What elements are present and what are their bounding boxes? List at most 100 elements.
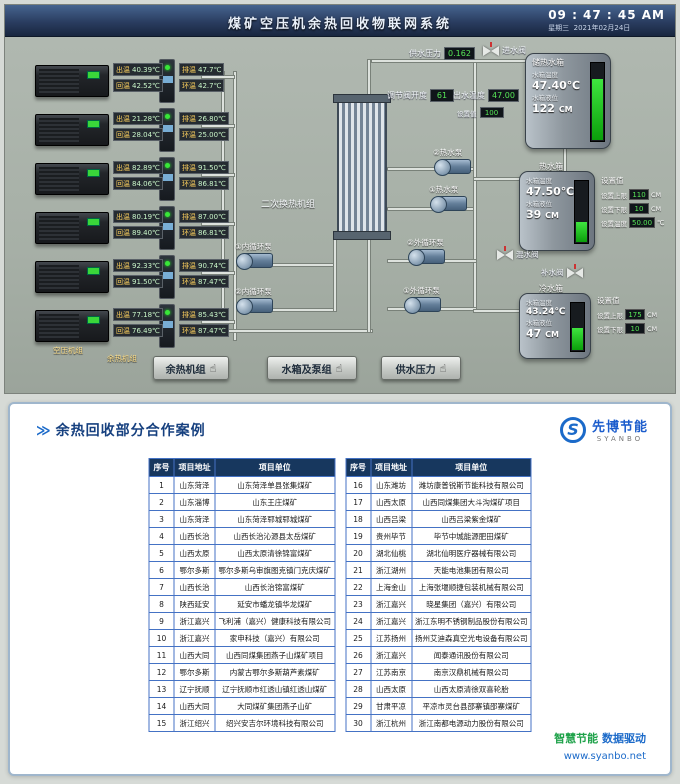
table-cell: 山西太原清徐锦富煤矿 xyxy=(214,544,335,562)
compressor-readouts-right: 排温 87.00℃ 环温 86.81℃ xyxy=(179,210,229,239)
button-tanks-pumps[interactable]: 水箱及泵组☝ xyxy=(267,356,357,380)
pipe xyxy=(221,329,373,333)
inlet-valve[interactable]: 进水阀 xyxy=(483,41,526,56)
table-cell: 浙江嘉兴 xyxy=(173,629,216,647)
table-cell: 山西同煤集团大斗沟煤矿项目 xyxy=(411,493,532,511)
table-cell: 天能电池集团有限公司 xyxy=(411,561,532,579)
compressor-machine[interactable] xyxy=(35,310,109,342)
set-lower-input[interactable]: 10 xyxy=(629,203,649,214)
table-cell: 山西长治沁源县太岳煤矿 xyxy=(214,527,335,545)
table-cell: 12 xyxy=(148,663,175,681)
table-cell: 飞利浦（嘉兴）健康科技有限公司 xyxy=(214,612,335,630)
table-cell: 陕西延安 xyxy=(173,595,216,613)
set-upper-input[interactable]: 175 xyxy=(625,309,645,320)
col-header-index: 序号 xyxy=(148,458,175,477)
supply-pressure-readout: 供水压力 0.162 xyxy=(409,47,475,60)
regulator-opening-value[interactable]: 61 xyxy=(430,89,454,102)
set-upper-limit: 设置上限 175 CM xyxy=(597,309,658,320)
mix-valve[interactable]: 混水阀 xyxy=(497,245,539,260)
compressor-readouts-right: 排温 47.7℃ 环温 42.7℃ xyxy=(179,63,225,92)
hot-water-pump-2[interactable]: ②热水泵 xyxy=(433,147,471,176)
compressor-unit: 出温 82.89℃ 回温 84.06℃ 排温 91.50℃ xyxy=(13,155,229,203)
table-cell: 鄂尔多斯 xyxy=(173,663,216,681)
pipe xyxy=(473,177,523,181)
return-temp-readout: 回温 76.49℃ xyxy=(113,324,163,337)
pump-icon xyxy=(404,297,441,314)
table-cell: 28 xyxy=(345,680,371,698)
table-cell: 毕节中城能源肥田煤矿 xyxy=(411,527,532,545)
ambient-temp-readout: 环温 87.47℃ xyxy=(179,324,229,337)
compressor-machine[interactable] xyxy=(35,65,109,97)
table-cell: 18 xyxy=(345,510,371,528)
tank-level-value: 47 CM xyxy=(526,327,559,340)
status-led xyxy=(165,212,170,217)
compressor-group-label: 空压机组 xyxy=(53,346,83,355)
heat-exchanger[interactable] xyxy=(333,94,391,240)
table-cell: 山西长治 xyxy=(173,527,216,545)
pipe xyxy=(367,233,371,333)
tank-level-value: 122 CM xyxy=(532,102,573,115)
compressor-machine[interactable] xyxy=(35,212,109,244)
compressor-machine[interactable] xyxy=(35,114,109,146)
return-temp-readout: 回温 28.04℃ xyxy=(113,128,163,141)
compressor-machine[interactable] xyxy=(35,163,109,195)
hot-water-pump-1[interactable]: ①热水泵 xyxy=(429,184,467,213)
set-upper-input[interactable]: 110 xyxy=(629,189,649,200)
table-cell: 1 xyxy=(148,476,175,494)
compressor-machine[interactable] xyxy=(35,261,109,293)
table-cell: 8 xyxy=(148,595,175,613)
compressor-readouts-right: 排温 26.80℃ 环温 25.00℃ xyxy=(179,112,229,141)
compressor-unit: 出温 92.33℃ 回温 91.50℃ 排温 90.74℃ xyxy=(13,253,229,301)
table-cell: 湖北仙明医疗器械有限公司 xyxy=(411,544,532,562)
outer-loop-pump-1[interactable]: ①外循环泵 xyxy=(403,285,441,314)
pump-icon xyxy=(236,298,273,315)
table-cell: 江苏南京 xyxy=(370,663,412,681)
hot-storage-tank[interactable]: 储热水箱 水箱温度 47.40℃ 水箱液位 122 CM xyxy=(525,53,611,149)
set-lower-input[interactable]: 10 xyxy=(625,323,645,334)
panel-screen xyxy=(163,125,173,132)
table-cell: 22 xyxy=(345,578,371,596)
makeup-valve[interactable]: 补水阀 xyxy=(541,263,583,278)
return-temp-readout: 回温 84.06℃ xyxy=(113,177,163,190)
inner-loop-pump-1[interactable]: ①内循环泵 xyxy=(235,241,273,270)
outlet-setpoint: 设置值 100 xyxy=(457,107,504,118)
set-temp: 设置温度 50.00 ℃ xyxy=(601,217,665,228)
valve-icon xyxy=(497,245,513,260)
cold-tank[interactable]: 水箱温度 43.24℃ 水箱液位 47 CM xyxy=(519,293,591,359)
table-header-row: 序号 项目地址 项目单位 xyxy=(148,458,335,477)
table-cell: 扬州艾迪森真空光电设备有限公司 xyxy=(411,629,532,647)
table-cell: 30 xyxy=(345,714,371,732)
pipe xyxy=(233,71,237,341)
compressor-readouts-left: 出温 40.39℃ 回温 42.52℃ xyxy=(113,63,163,92)
footer-website[interactable]: www.syanbo.net xyxy=(563,751,646,762)
inner-loop-pump-2[interactable]: ②内循环泵 xyxy=(235,286,273,315)
compressor-readouts-left: 出温 77.18℃ 回温 76.49℃ xyxy=(113,308,163,337)
table-cell: 湖北仙桃 xyxy=(370,544,412,562)
return-temp-readout: 回温 42.52℃ xyxy=(113,79,163,92)
table-cell: 山西太原 xyxy=(173,544,216,562)
table-cell: 浙江湖州 xyxy=(370,561,412,579)
compressor-unit: 出温 21.28℃ 回温 28.04℃ 排温 26.80℃ xyxy=(13,106,229,154)
table-cell: 内蒙古鄂尔多斯葫芦素煤矿 xyxy=(214,663,335,681)
set-temp-input[interactable]: 50.00 xyxy=(629,217,656,228)
table-cell: 7 xyxy=(148,578,175,596)
button-heat-units[interactable]: 余热机组☝ xyxy=(153,356,229,380)
hot-tank[interactable]: 水箱温度 47.50℃ 水箱液位 39 CM xyxy=(519,171,595,251)
compressor-readouts-right: 排温 90.74℃ 环温 87.47℃ xyxy=(179,259,229,288)
col-header-index: 序号 xyxy=(345,458,371,477)
compressor-readouts-right: 排温 85.43℃ 环温 87.47℃ xyxy=(179,308,229,337)
outer-loop-pump-2[interactable]: ②外循环泵 xyxy=(407,237,445,266)
exhaust-temp-readout: 排温 90.74℃ xyxy=(179,259,229,272)
outlet-temp-readout: 出温 40.39℃ xyxy=(113,63,163,76)
outlet-setpoint-value[interactable]: 100 xyxy=(479,107,504,118)
cursor-icon: ☝ xyxy=(335,361,343,375)
clock-date: 星期三 2021年02月24日 xyxy=(548,24,631,32)
button-supply-pressure[interactable]: 供水压力☝ xyxy=(381,356,461,380)
